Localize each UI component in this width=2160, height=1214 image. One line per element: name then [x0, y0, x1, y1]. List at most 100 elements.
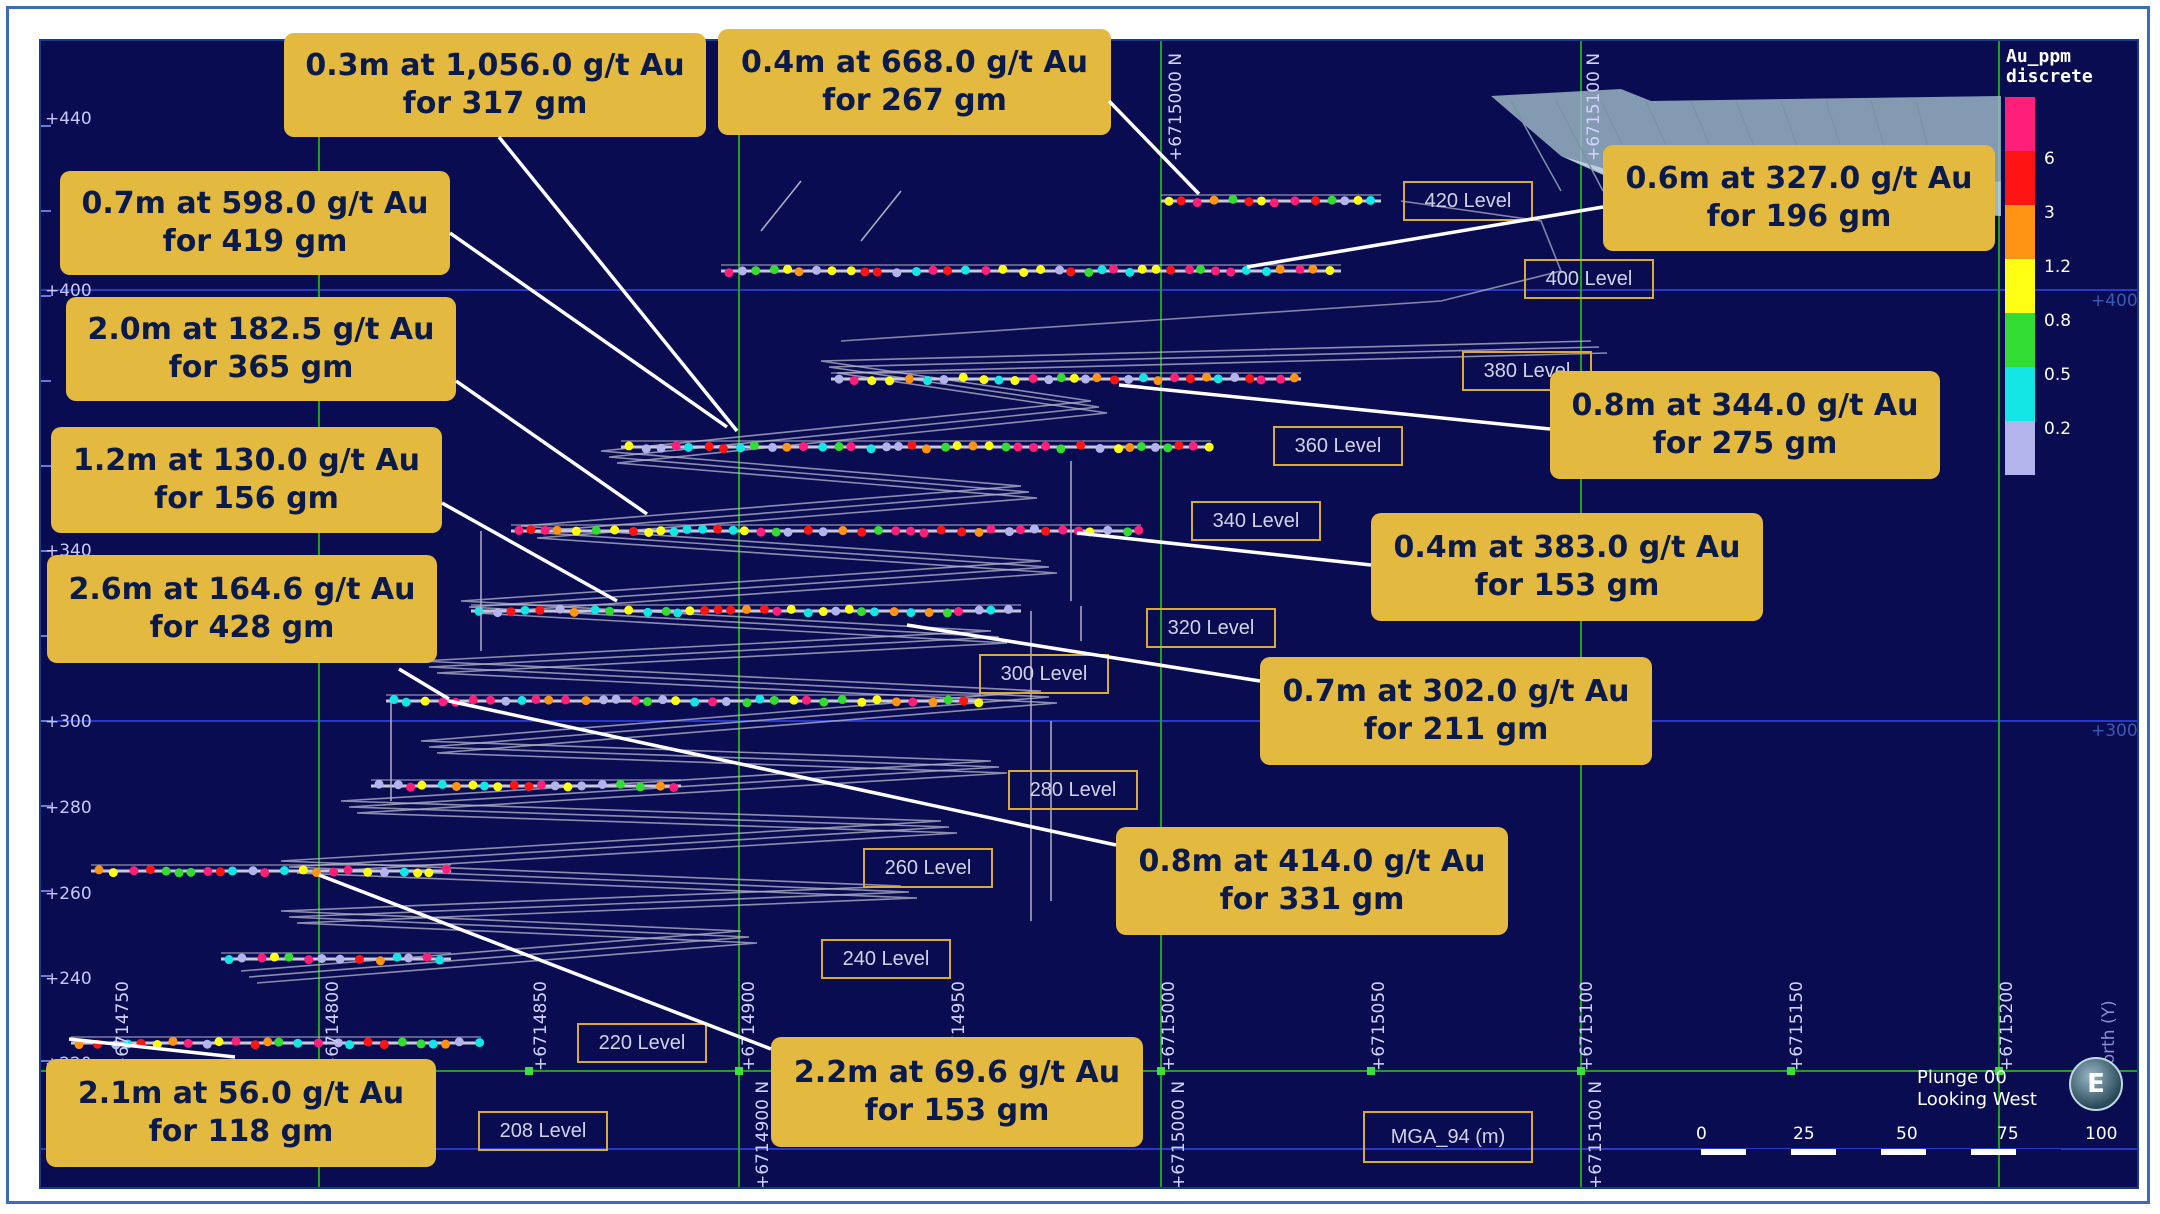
assay-sample: [526, 525, 536, 535]
callout-intercept: 0.7m at 302.0 g/t Au: [1282, 674, 1630, 709]
assay-sample: [304, 955, 314, 965]
assay-sample: [1056, 444, 1066, 454]
assay-sample: [867, 376, 877, 386]
assay-sample: [943, 695, 953, 705]
assay-sample: [1138, 373, 1148, 383]
assay-sample: [656, 526, 666, 536]
assay-sample: [509, 780, 519, 790]
scale-label: 100: [2085, 1124, 2118, 1144]
assay-sample: [857, 697, 867, 707]
legend-title-line: Au_ppm: [2006, 46, 2072, 67]
assay-sample: [616, 779, 626, 789]
callout-intercept: 1.2m at 130.0 g/t Au: [72, 443, 420, 478]
northing-label-bottom: +6714900 N: [753, 1080, 773, 1189]
assay-sample: [375, 956, 385, 966]
assay-sample: [737, 266, 747, 276]
assay-sample: [1192, 198, 1202, 208]
assay-sample: [783, 527, 793, 537]
scale-label: 50: [1896, 1124, 1918, 1144]
assay-sample: [974, 527, 984, 537]
view-orientation: Plunge 00 Looking West: [1917, 1067, 2037, 1111]
assay-sample: [974, 605, 984, 615]
northing-label: +6715050: [1369, 981, 1389, 1071]
assay-sample: [624, 605, 634, 615]
assay-sample: [1325, 266, 1335, 276]
callout-metal: for 153 gm: [1474, 568, 1660, 603]
assay-sample: [1058, 525, 1068, 535]
assay-sample: [818, 527, 828, 537]
scale-label: 25: [1793, 1124, 1815, 1144]
assay-sample: [1095, 443, 1105, 453]
assay-sample: [260, 868, 270, 878]
assay-sample: [928, 265, 938, 275]
assay-sample: [552, 525, 562, 535]
assay-sample: [658, 695, 668, 705]
compass-icon[interactable]: E: [2069, 1057, 2123, 1111]
assay-sample: [1256, 196, 1266, 206]
callout-intercept: 0.8m at 344.0 g/t Au: [1571, 388, 1919, 423]
level-label: 420 Level: [1403, 181, 1533, 221]
assay-sample: [644, 527, 654, 537]
level-label: 320 Level: [1146, 608, 1276, 648]
assay-sample: [203, 866, 213, 876]
assay-sample: [986, 605, 996, 615]
level-label: 300 Level: [979, 654, 1109, 694]
assay-sample: [700, 605, 710, 615]
assay-sample: [1188, 441, 1198, 451]
legend-label: 3: [2044, 203, 2055, 223]
assay-sample: [642, 697, 652, 707]
assay-sample: [392, 952, 402, 962]
callout-metal: for 153 gm: [864, 1093, 1050, 1128]
callout-intercept: 2.1m at 56.0 g/t Au: [77, 1076, 405, 1111]
assay-sample: [635, 782, 645, 792]
assay-sample: [1289, 373, 1299, 383]
assay-sample: [183, 1038, 193, 1048]
northing-marker: [735, 1067, 743, 1075]
assay-sample: [728, 525, 738, 535]
assay-sample: [520, 605, 530, 615]
assay-sample: [831, 606, 841, 616]
assay-sample: [704, 441, 714, 451]
assay-sample: [108, 868, 118, 878]
assay-sample: [685, 606, 695, 616]
assay-sample: [1125, 442, 1135, 452]
assay-sample: [1066, 267, 1076, 277]
assay-sample: [343, 865, 353, 875]
assay-sample: [1204, 442, 1214, 452]
callout-intercept: 2.6m at 164.6 g/t Au: [68, 572, 416, 607]
assay-sample: [501, 696, 511, 706]
legend-swatch: [2005, 313, 2035, 367]
assay-sample: [1295, 264, 1305, 274]
assay-sample: [827, 266, 837, 276]
level-label: 400 Level: [1524, 259, 1654, 299]
assay-sample: [1353, 195, 1363, 205]
assay-sample: [872, 695, 882, 705]
assay-sample: [726, 605, 736, 615]
assay-sample: [416, 1039, 426, 1049]
assay-sample: [718, 444, 728, 454]
assay-sample: [263, 1037, 273, 1047]
assay-sample: [673, 608, 683, 618]
decline-ramp: [248, 346, 1600, 978]
assay-sample: [404, 953, 414, 963]
northing-marker: [1995, 1067, 2003, 1075]
assay-sample: [374, 779, 384, 789]
assay-sample: [345, 1040, 355, 1050]
assay-sample: [643, 607, 653, 617]
assay-sample: [906, 608, 916, 618]
assay-sample: [540, 525, 550, 535]
legend-label: 0.5: [2044, 365, 2072, 385]
assay-sample: [783, 264, 793, 274]
elevation-label: +400: [45, 281, 92, 301]
assay-sample: [129, 866, 139, 876]
assay-sample: [1176, 196, 1186, 206]
scale-bar-segment: [1746, 1149, 1791, 1155]
assay-sample: [911, 267, 921, 277]
assay-sample: [698, 524, 708, 534]
assay-sample: [279, 866, 289, 876]
assay-sample: [891, 697, 901, 707]
